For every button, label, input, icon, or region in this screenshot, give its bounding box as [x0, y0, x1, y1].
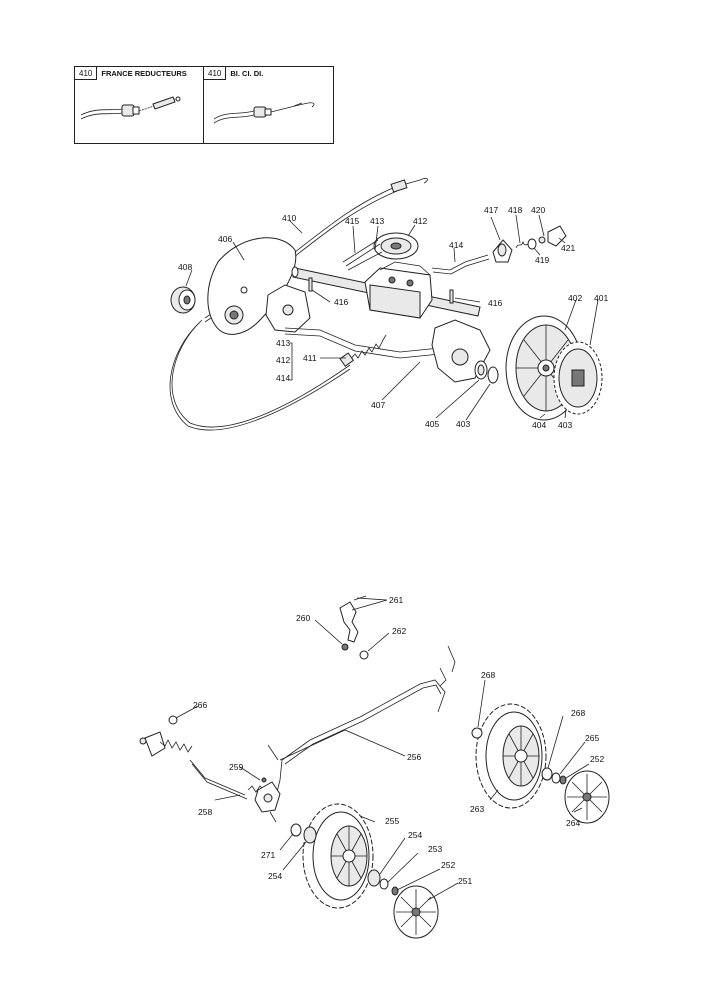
rear-washers: [541, 767, 567, 785]
hubcap-251: [393, 885, 439, 939]
arm-258: [189, 759, 248, 800]
label-402: 402: [568, 293, 582, 303]
legend-divider: [203, 67, 204, 143]
label-251: 251: [458, 876, 472, 886]
gearbox: [364, 261, 433, 319]
label-271: 271: [261, 850, 275, 860]
label-403: 403: [456, 419, 470, 429]
label-255: 255: [385, 816, 399, 826]
label-252: 252: [590, 754, 604, 764]
rod-414: [431, 254, 489, 271]
label-403: 403: [558, 420, 572, 430]
label-401: 401: [594, 293, 608, 303]
label-254: 254: [408, 830, 422, 840]
lever-407: [284, 327, 441, 353]
label-414: 414: [449, 240, 463, 250]
pin-416: [308, 277, 313, 292]
label-415: 415: [345, 216, 359, 226]
adjust-lever-261: [339, 601, 359, 643]
label-416: 416: [334, 297, 348, 307]
label-268: 268: [571, 708, 585, 718]
label-256: 256: [407, 752, 421, 762]
label-253: 253: [428, 844, 442, 854]
legend-code: 410: [75, 67, 98, 80]
label-420: 420: [531, 205, 545, 215]
label-259: 259: [229, 762, 243, 772]
label-260: 260: [296, 613, 310, 623]
gear-401: [553, 341, 603, 415]
label-418: 418: [508, 205, 522, 215]
cable-end-illustration: [213, 102, 315, 124]
label-413: 413: [276, 338, 290, 348]
label-268: 268: [481, 670, 495, 680]
spring-411: [349, 334, 387, 361]
axle-rod-256: [281, 679, 446, 761]
bushing-408: [170, 286, 196, 314]
screw-260: [341, 643, 349, 651]
label-410: 410: [282, 213, 296, 223]
nut-262: [359, 650, 369, 660]
label-408: 408: [178, 262, 192, 272]
lower-leader-lines: [175, 597, 590, 901]
front-wheel-255: [302, 803, 374, 909]
label-421: 421: [561, 243, 575, 253]
label-416: 416: [488, 298, 502, 308]
label-407: 407: [371, 400, 385, 410]
label-405: 405: [425, 419, 439, 429]
legend-name: FRANCE REDUCTEURS: [101, 69, 187, 78]
label-404: 404: [532, 420, 546, 430]
label-413: 413: [370, 216, 384, 226]
belt-415: [342, 239, 379, 263]
label-265: 265: [585, 733, 599, 743]
legend-name: BI. CI. DI.: [230, 69, 264, 78]
rear-wheel-263: [475, 703, 547, 809]
bolt-259: [261, 777, 267, 783]
label-266: 266: [193, 700, 207, 710]
clutch-parts: [492, 225, 567, 263]
pivot-bracket: [247, 781, 281, 823]
hubcap-264: [564, 770, 610, 824]
upper-leader-lines: [185, 214, 599, 421]
spring-266: [139, 715, 193, 757]
label-254: 254: [268, 871, 282, 881]
label-419: 419: [535, 255, 549, 265]
front-hub-parts: [290, 823, 399, 896]
label-264: 264: [566, 818, 580, 828]
label-411: 411: [303, 353, 317, 363]
cable-loop: [171, 319, 351, 428]
label-262: 262: [392, 626, 406, 636]
drive-assembly: 410 406 408 415 413 412 414 417 418 420 …: [169, 177, 608, 431]
label-258: 258: [198, 807, 212, 817]
pulley-412: [373, 232, 419, 260]
cable-adjuster: [390, 179, 408, 193]
legend-code: 410: [204, 67, 227, 80]
label-252: 252: [441, 860, 455, 870]
cable-end-illustration: [80, 96, 181, 120]
label-412: 412: [413, 216, 427, 226]
label-263: 263: [470, 804, 484, 814]
label-414: 414: [276, 373, 290, 383]
wheel-assembly: 261 260 262 268 268 266 256 265 252 259 …: [139, 595, 610, 939]
pin-416: [449, 289, 454, 304]
label-417: 417: [484, 205, 498, 215]
label-412: 412: [276, 355, 290, 365]
label-261: 261: [389, 595, 403, 605]
label-406: 406: [218, 234, 232, 244]
washer-268: [471, 727, 483, 739]
